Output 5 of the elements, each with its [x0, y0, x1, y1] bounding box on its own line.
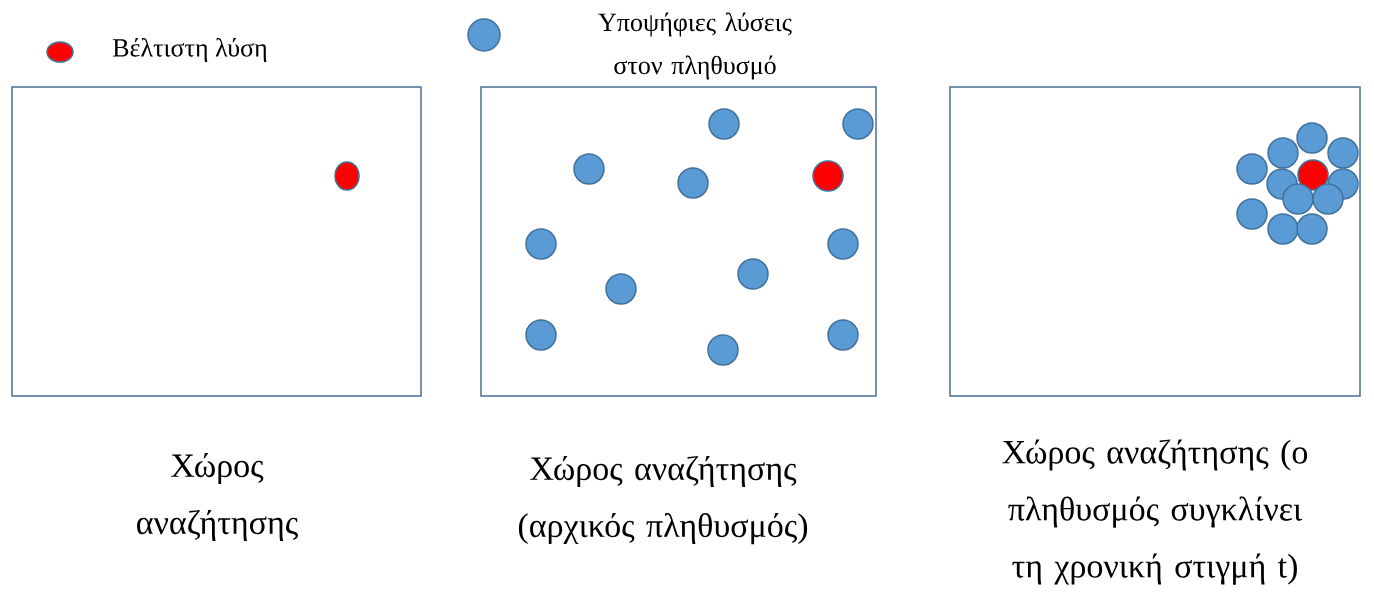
box-label: Χώρος αναζήτησης (αρχικός πληθυσμός) [518, 455, 808, 545]
legend-label: Βέλτιστη λύση [112, 38, 267, 62]
legend-label: Υποψήφιες λύσεις στον πληθυσμό [598, 12, 792, 80]
box-label: Χώρος αναζήτησης [137, 452, 298, 542]
box-label: Χώρος αναζήτησης (ο πληθυσμός συγκλίνει τη χρονική στιγμή t) [1002, 439, 1308, 585]
